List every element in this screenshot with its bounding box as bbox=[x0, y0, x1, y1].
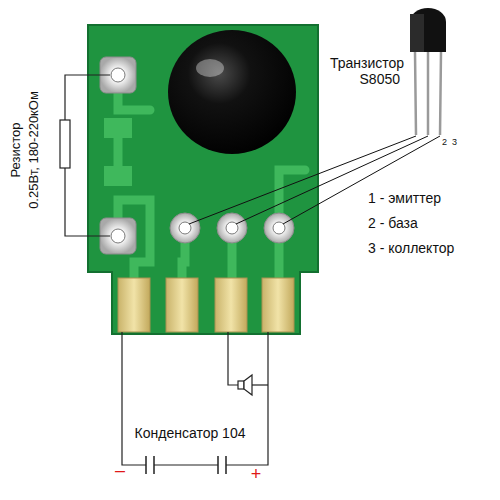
pin-number: 2 bbox=[442, 137, 447, 147]
chip-on-board bbox=[168, 30, 296, 154]
part-name: Транзистор S8050 bbox=[330, 55, 400, 87]
edge-contacts bbox=[118, 278, 294, 332]
pin-description: 3 - коллектор bbox=[368, 240, 454, 256]
capacitor-symbol bbox=[146, 456, 226, 474]
polarity-mark: – bbox=[115, 460, 125, 481]
resistor-symbol bbox=[60, 120, 70, 168]
transistor-illustration bbox=[410, 8, 446, 135]
part-name: Резистор bbox=[9, 122, 24, 177]
part-value: 0.25Вт, 180-220кОм bbox=[27, 91, 42, 209]
pin-leader-lines bbox=[189, 136, 440, 224]
speaker-symbol bbox=[238, 375, 252, 395]
pcb-board bbox=[88, 25, 318, 334]
pin-description: 1 - эмиттер bbox=[368, 190, 441, 206]
polarity-mark: + bbox=[251, 464, 262, 485]
external-wires bbox=[122, 332, 268, 465]
pin-description: 2 - база bbox=[368, 215, 418, 231]
pin-number: 3 bbox=[452, 137, 457, 147]
resistor-wires bbox=[65, 75, 110, 236]
part-name: Конденсатор 104 bbox=[135, 425, 246, 441]
